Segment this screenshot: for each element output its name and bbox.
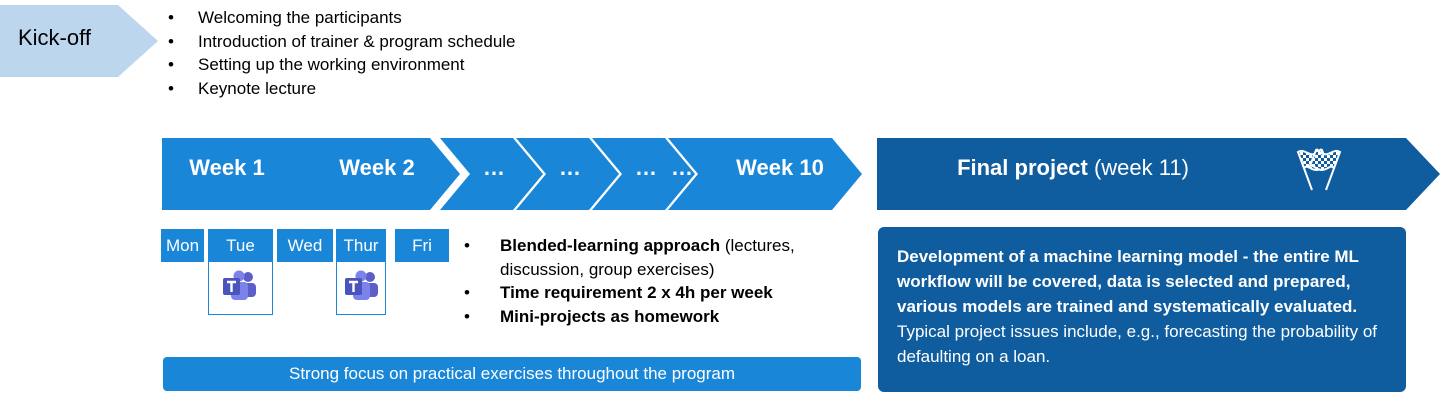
day-tue: Tue [208, 229, 273, 262]
chevron-week-2 [286, 138, 460, 210]
final-description-rest: Typical project issues include, e.g., fo… [897, 322, 1378, 366]
week-label-10: Week 10 [736, 155, 824, 180]
chevron-ellipsis-3 [592, 138, 695, 210]
chevron-ellipsis-2 [516, 138, 619, 210]
week-label-ellipsis: … [483, 155, 505, 180]
final-description-bold: Development of a machine learning model … [897, 247, 1359, 316]
program-bullet: Blended-learning approach (lectures, dis… [464, 234, 864, 281]
week-label-2: Week 2 [339, 155, 415, 180]
chevron-week-10 [690, 138, 862, 210]
checkered-flags-icon [1296, 148, 1342, 191]
chevron-week-1 [162, 138, 318, 210]
chevron-ellipsis-1 [440, 138, 543, 210]
week-label-ellipsis: … [635, 155, 657, 180]
final-project-title-bold: Final project [957, 155, 1088, 180]
kickoff-label: Kick-off [18, 25, 91, 50]
timeline-chevrons [162, 138, 1440, 210]
program-bullet-bold: Blended-learning approach [500, 236, 721, 255]
week-label-ellipsis: … [671, 155, 693, 180]
program-bullet: Time requirement 2 x 4h per week [464, 281, 864, 305]
program-bullet-bold: Mini-projects as homework [500, 306, 720, 326]
kickoff-bullet: Welcoming the participants [168, 6, 516, 30]
program-bullet: Mini-projects as homework [464, 305, 864, 329]
microsoft-teams-icon [223, 270, 256, 300]
kickoff-bullet: Keynote lecture [168, 77, 516, 101]
final-project-description: Development of a machine learning model … [878, 227, 1406, 392]
week-label-1: Week 1 [189, 155, 265, 180]
final-project-title-rest: (week 11) [1087, 155, 1189, 180]
program-bullet-rest: (lectures, discussion, group exercises) [500, 236, 795, 279]
program-bullet-bold: Time requirement 2 x 4h per week [500, 283, 773, 302]
day-wed: Wed [277, 229, 333, 262]
program-bullet-list: Blended-learning approach (lectures, dis… [464, 234, 864, 328]
practical-focus-banner: Strong focus on practical exercises thro… [163, 357, 861, 391]
kickoff-bullet-list: Welcoming the participants Introduction … [168, 6, 516, 100]
kickoff-bullet: Introduction of trainer & program schedu… [168, 30, 516, 54]
day-mon: Mon [161, 229, 204, 262]
day-fri: Fri [395, 229, 449, 262]
kickoff-arrow-shape [0, 5, 158, 77]
kickoff-bullet: Setting up the working environment [168, 53, 516, 77]
microsoft-teams-icon [345, 270, 378, 300]
week-label-ellipsis: … [559, 155, 581, 180]
final-project-title: Final project (week 11) [878, 148, 1268, 188]
day-thur: Thur [336, 229, 386, 262]
